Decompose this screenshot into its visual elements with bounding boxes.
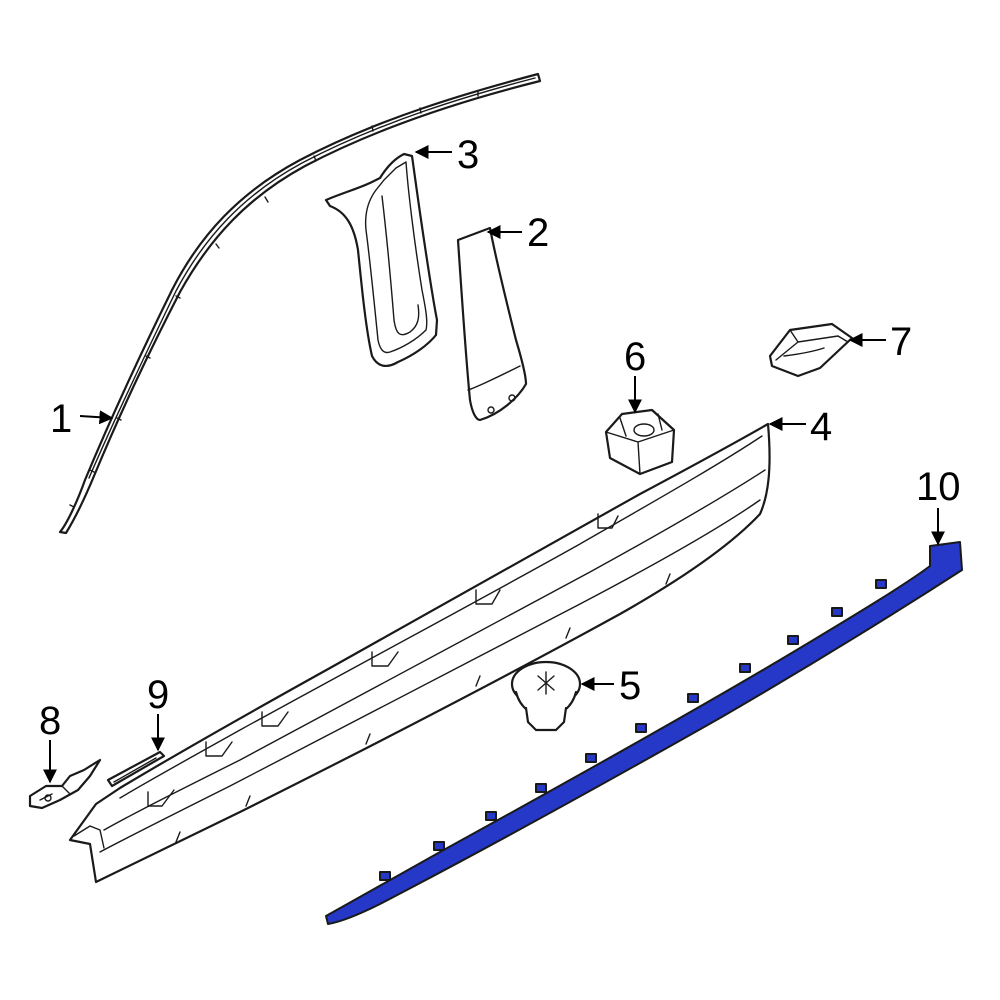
callout-1: 1: [50, 397, 72, 441]
part-1-roof-molding[interactable]: [58, 72, 542, 535]
part-10-lower-molding[interactable]: [325, 541, 963, 925]
leader-1: [79, 410, 114, 425]
part-6-clip[interactable]: [604, 408, 676, 476]
callout-8: 8: [39, 699, 61, 743]
callout-10: 10: [916, 465, 961, 509]
callout-4: 4: [810, 405, 832, 449]
callout-3: 3: [457, 133, 479, 177]
callout-2: 2: [527, 211, 549, 255]
part-8-bracket[interactable]: [28, 758, 102, 810]
callout-7: 7: [890, 320, 912, 364]
callout-5: 5: [619, 664, 641, 708]
part-9-strip[interactable]: [106, 750, 166, 788]
part-3-pillar-trim[interactable]: [324, 152, 439, 368]
part-4-rocker-panel[interactable]: [68, 422, 771, 884]
part-7-bracket[interactable]: [768, 322, 854, 378]
part-5-push-clip[interactable]: [510, 660, 582, 732]
callout-6: 6: [624, 335, 646, 379]
part-2-pillar-applique[interactable]: [456, 226, 528, 422]
callout-9: 9: [147, 673, 169, 717]
